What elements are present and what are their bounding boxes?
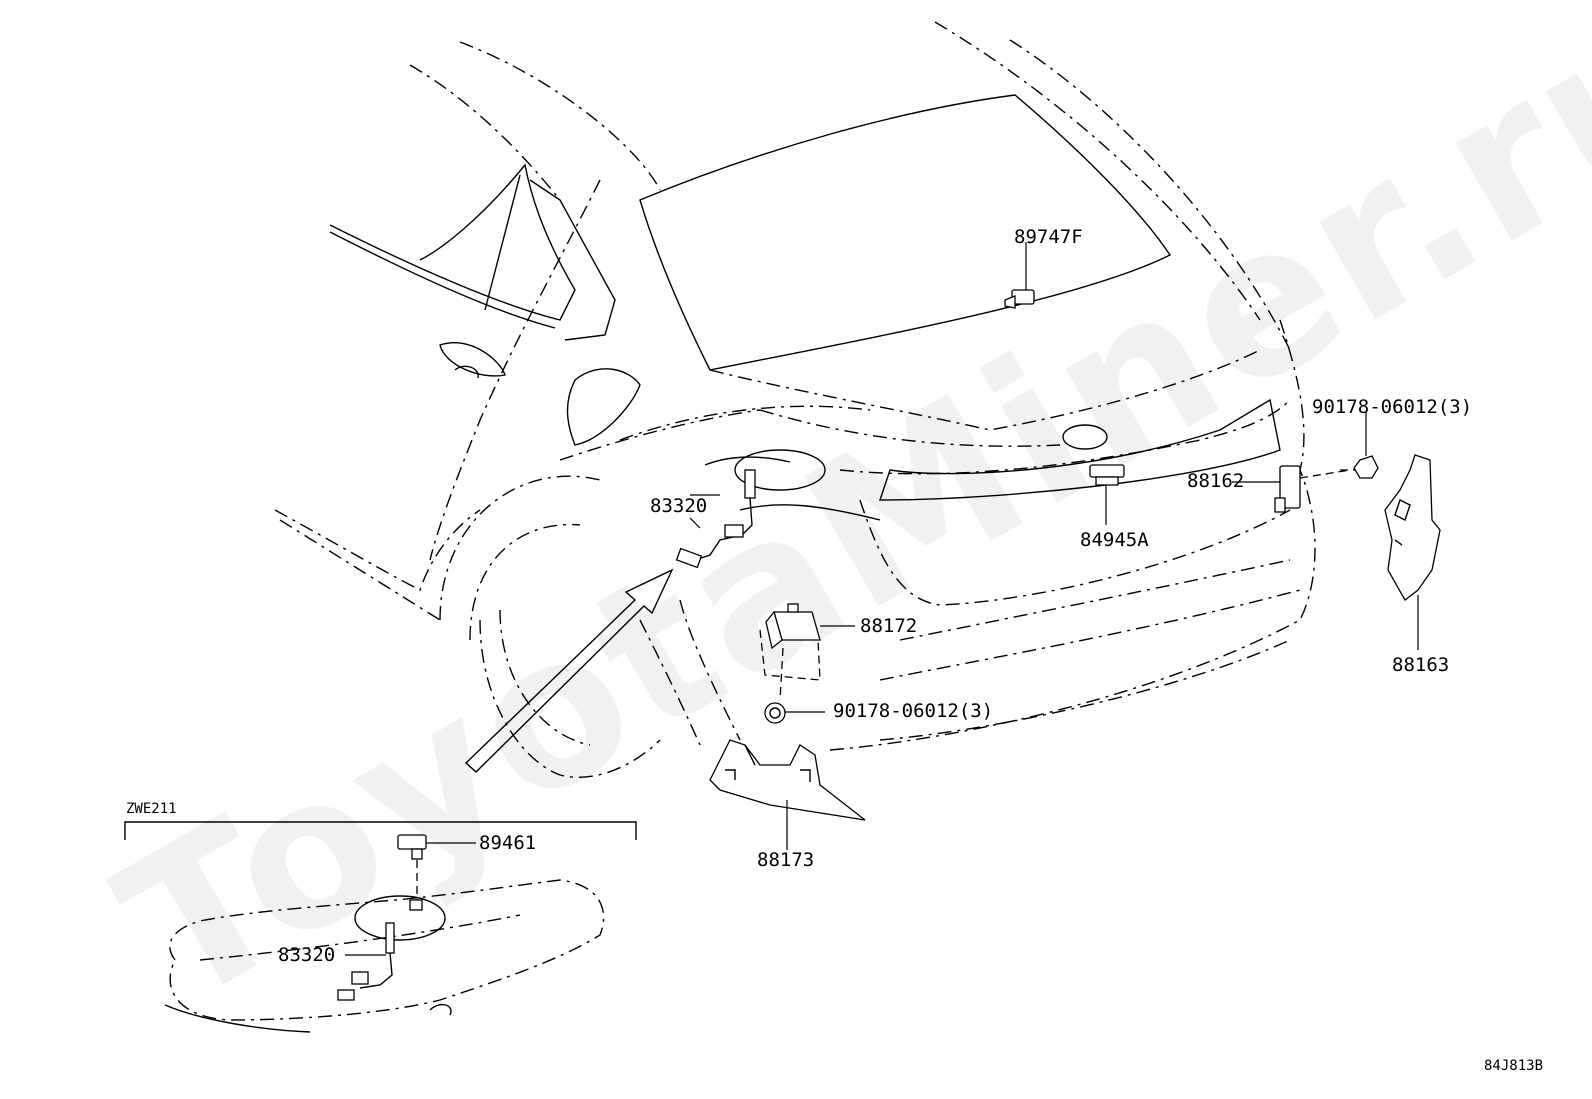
inset-label: ZWE211 — [126, 801, 177, 817]
callout-88173: 88173 — [757, 849, 815, 871]
callout-90178-06012-right: 90178-06012(3) — [1312, 396, 1473, 418]
part-88173-bracket — [709, 739, 866, 850]
part-88163-cover — [1384, 454, 1441, 650]
part-90178-nut-lower — [764, 702, 825, 724]
part-90178-nut-right — [1340, 412, 1379, 479]
inset-zwe211 — [124, 821, 637, 1033]
part-83320-sensor — [675, 469, 756, 569]
callout-89461: 89461 — [479, 832, 537, 854]
callout-90178-06012-lower: 90178-06012(3) — [833, 700, 994, 722]
callout-83320-inset: 83320 — [278, 944, 336, 966]
part-84945A-switch — [1089, 464, 1125, 525]
diagram-id: 84J813B — [1484, 1058, 1544, 1074]
callout-84945A: 84945A — [1080, 529, 1149, 551]
callout-83320-main: 83320 — [650, 495, 708, 517]
callout-88172: 88172 — [860, 615, 918, 637]
part-89747F-sensor — [1004, 242, 1035, 309]
vehicle-outline — [274, 21, 1316, 778]
part-88172-module — [759, 603, 855, 701]
callout-88162: 88162 — [1187, 470, 1245, 492]
pointer-arrow — [464, 568, 674, 773]
callout-88163: 88163 — [1392, 654, 1450, 676]
callout-89747F: 89747F — [1014, 226, 1083, 248]
part-88162-sensor — [1232, 465, 1351, 513]
